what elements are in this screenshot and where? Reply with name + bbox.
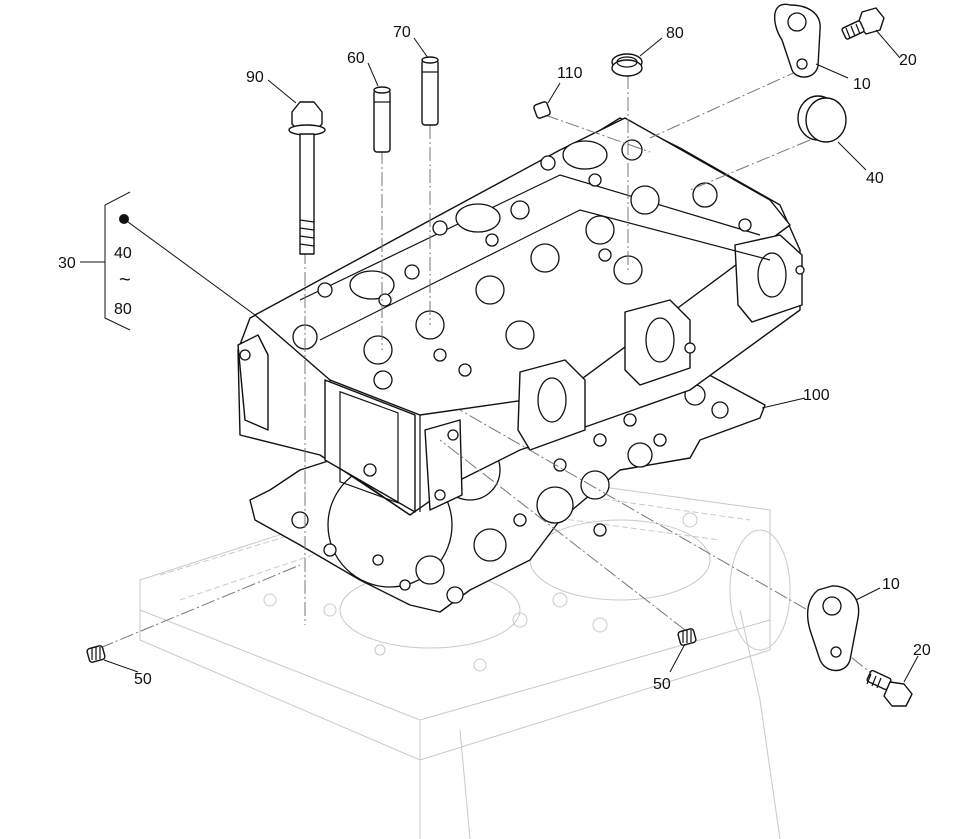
callout-labels: 90 60 70 80 110 10 20 40 30 40 ~ 80 100 … bbox=[58, 24, 931, 693]
plug-110 bbox=[533, 101, 551, 119]
assembly-phantom-lines bbox=[99, 69, 881, 681]
callout-40-right: 40 bbox=[866, 170, 884, 187]
kit-range-start: 40 bbox=[114, 245, 132, 262]
callout-20-top: 20 bbox=[899, 52, 917, 69]
callout-30: 30 bbox=[58, 255, 76, 272]
callout-110: 110 bbox=[557, 65, 583, 82]
callout-90: 90 bbox=[246, 69, 264, 86]
callout-50-right: 50 bbox=[653, 676, 671, 693]
callout-70: 70 bbox=[393, 24, 411, 41]
cap-40 bbox=[797, 95, 847, 143]
callout-10-bottom: 10 bbox=[882, 576, 900, 593]
bracket-10-bottom bbox=[806, 585, 860, 672]
bracket-10-top bbox=[774, 3, 821, 78]
callout-80: 80 bbox=[666, 25, 684, 42]
cylinder-head bbox=[237, 117, 805, 516]
kit-30-bracket bbox=[80, 191, 256, 331]
callout-100: 100 bbox=[803, 387, 830, 404]
head-bolt-90 bbox=[288, 101, 326, 255]
callout-leaders bbox=[103, 29, 919, 683]
plug-50-right bbox=[677, 628, 697, 646]
valve-guide-60 bbox=[373, 86, 391, 153]
bolt-20-top bbox=[841, 7, 885, 40]
seal-ring-80 bbox=[611, 53, 643, 77]
kit-range-end: 80 bbox=[114, 301, 132, 318]
bolt-20-bottom bbox=[866, 669, 913, 707]
plug-50-left bbox=[86, 645, 106, 663]
callout-20-bottom: 20 bbox=[913, 642, 931, 659]
callout-60: 60 bbox=[347, 50, 365, 67]
callout-50-left: 50 bbox=[134, 671, 152, 688]
kit-range-tilde: ~ bbox=[119, 269, 131, 291]
valve-guide-70 bbox=[421, 56, 439, 126]
callout-10-top: 10 bbox=[853, 76, 871, 93]
